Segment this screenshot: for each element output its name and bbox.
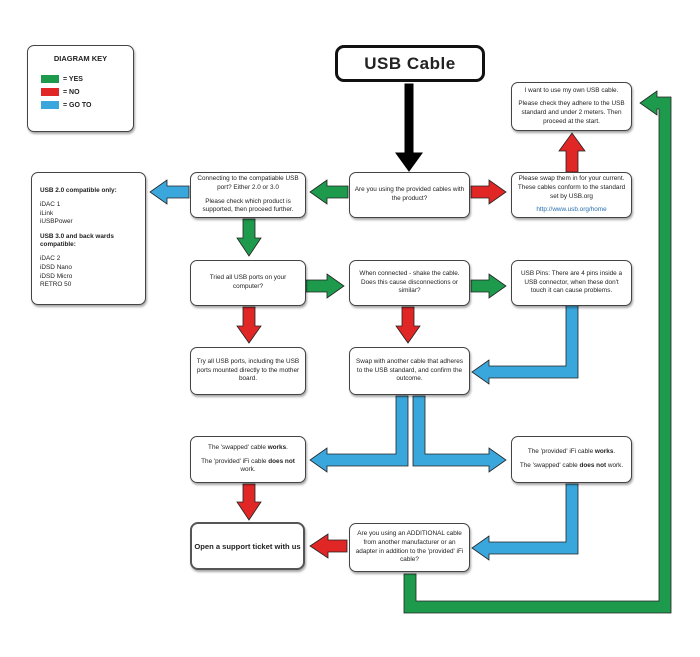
additional-cable-node: Are you using an ADDITIONAL cable from a…	[349, 523, 470, 572]
swap-another-node: Swap with another cable that adheres to …	[349, 347, 470, 395]
provided-works-line-2: The 'swapped' cable does not work.	[519, 462, 624, 469]
swapped-works-line-1: The 'swapped' cable works.	[208, 444, 288, 452]
swapped-works-node: The 'swapped' cable works. The 'provided…	[190, 436, 306, 483]
diagram-title: USB Cable	[335, 45, 485, 82]
no-arrow-provided-to-swap	[470, 179, 507, 205]
swapped-works-line-2: The 'provided' iFi cable does not work.	[201, 457, 295, 474]
start-arrow	[395, 83, 423, 172]
try-all-ports-text: Try all USB ports, including the USB por…	[196, 358, 300, 383]
additional-cable-question: Are you using an ADDITIONAL cable from a…	[355, 530, 464, 564]
usb3-item: iDSD Micro	[40, 272, 73, 280]
diagram-key: DIAGRAM KEY = YES = NO = GO TO	[27, 45, 134, 132]
swap-current-text: Please swap them in for your current. Th…	[517, 175, 626, 200]
tried-ports-question: Tried all USB ports on your computer?	[209, 274, 287, 290]
usb2-item: iUSBPower	[40, 218, 73, 226]
usb-pins-node: USB Pins: There are 4 pins inside a USB …	[511, 260, 632, 306]
no-arrow-shake-to-swap	[395, 306, 421, 344]
yes-arrow-additional-loop	[403, 90, 672, 614]
compatible-port-node: Connecting to the compatiable USB port? …	[190, 172, 306, 218]
yes-arrow-shake-to-pins	[470, 273, 507, 299]
goto-arrow-provided-to-additional	[471, 483, 579, 561]
yes-arrow-tried-to-shake	[305, 273, 345, 299]
swap-current-node: Please swap them in for your current. Th…	[511, 172, 632, 218]
key-goto: = GO TO	[41, 101, 133, 109]
try-all-ports-node: Try all USB ports, including the USB por…	[190, 347, 306, 395]
key-yes-label: = YES	[63, 75, 83, 83]
no-arrow-tried-to-tryall	[236, 306, 262, 344]
key-yes: = YES	[41, 75, 133, 83]
goto-arrows	[149, 179, 579, 561]
compatible-port-note: Please check which product is supported,…	[202, 197, 294, 214]
compatibility-list: USB 2.0 compatible only: iDAC 1 iLink iU…	[31, 172, 146, 305]
swap-another-text: Swap with another cable that adheres to …	[356, 358, 463, 383]
provided-works-node: The 'provided' iFi cable works. The 'swa…	[511, 436, 632, 483]
yes-arrow-port-to-tried	[236, 218, 262, 257]
no-arrow-swap-to-own	[558, 132, 586, 173]
compatible-port-question: Connecting to the compatiable USB port? …	[197, 175, 299, 191]
usb3-heading: USB 3.0 and back wards compatible:	[40, 232, 114, 249]
provided-cables-question: Are you using the provided cables with t…	[354, 186, 465, 202]
own-cable-text-2: Please check they adhere to the USB stan…	[518, 100, 625, 125]
tried-ports-node: Tried all USB ports on your computer?	[190, 260, 306, 306]
support-ticket-node[interactable]: Open a support ticket with us	[190, 522, 305, 570]
key-no-label: = NO	[63, 88, 80, 96]
own-cable-text-1: I want to use my own USB cable.	[524, 86, 619, 94]
usb3-item: iDSD Nano	[40, 264, 72, 272]
usb-org-link[interactable]: http://www.usb.org/home	[536, 206, 607, 214]
usb3-item: iDAC 2	[40, 255, 61, 263]
shake-cable-question: When connected - shake the cable. Does t…	[359, 270, 460, 295]
usb3-item: RETRO 50	[40, 281, 72, 289]
yes-swatch	[41, 75, 59, 83]
usb-pins-text: USB Pins: There are 4 pins inside a USB …	[520, 270, 623, 295]
no-arrow-swapped-to-ticket	[236, 483, 262, 521]
no-swatch	[41, 88, 59, 96]
key-no: = NO	[41, 88, 133, 96]
provided-works-line-1: The 'provided' iFi cable works.	[527, 448, 616, 456]
goto-arrow-pins-to-swap	[471, 303, 579, 385]
yes-arrow-provided-to-port	[309, 179, 349, 205]
own-cable-node: I want to use my own USB cable. Please c…	[511, 82, 632, 131]
shake-cable-node: When connected - shake the cable. Does t…	[349, 260, 470, 306]
goto-arrow-swap-to-provided	[412, 395, 507, 473]
usb2-item: iLink	[40, 209, 54, 217]
no-arrows	[236, 132, 586, 559]
goto-arrow-swap-to-swapped	[309, 395, 409, 473]
key-goto-label: = GO TO	[63, 101, 92, 109]
goto-swatch	[41, 101, 59, 109]
usb2-item: iDAC 1	[40, 201, 61, 209]
yes-arrows	[236, 90, 672, 614]
goto-arrow-port-to-list	[149, 179, 190, 205]
usb2-heading: USB 2.0 compatible only:	[40, 187, 117, 194]
provided-cables-node: Are you using the provided cables with t…	[349, 172, 470, 218]
no-arrow-additional-to-ticket	[309, 533, 348, 559]
diagram-key-title: DIAGRAM KEY	[53, 54, 108, 63]
